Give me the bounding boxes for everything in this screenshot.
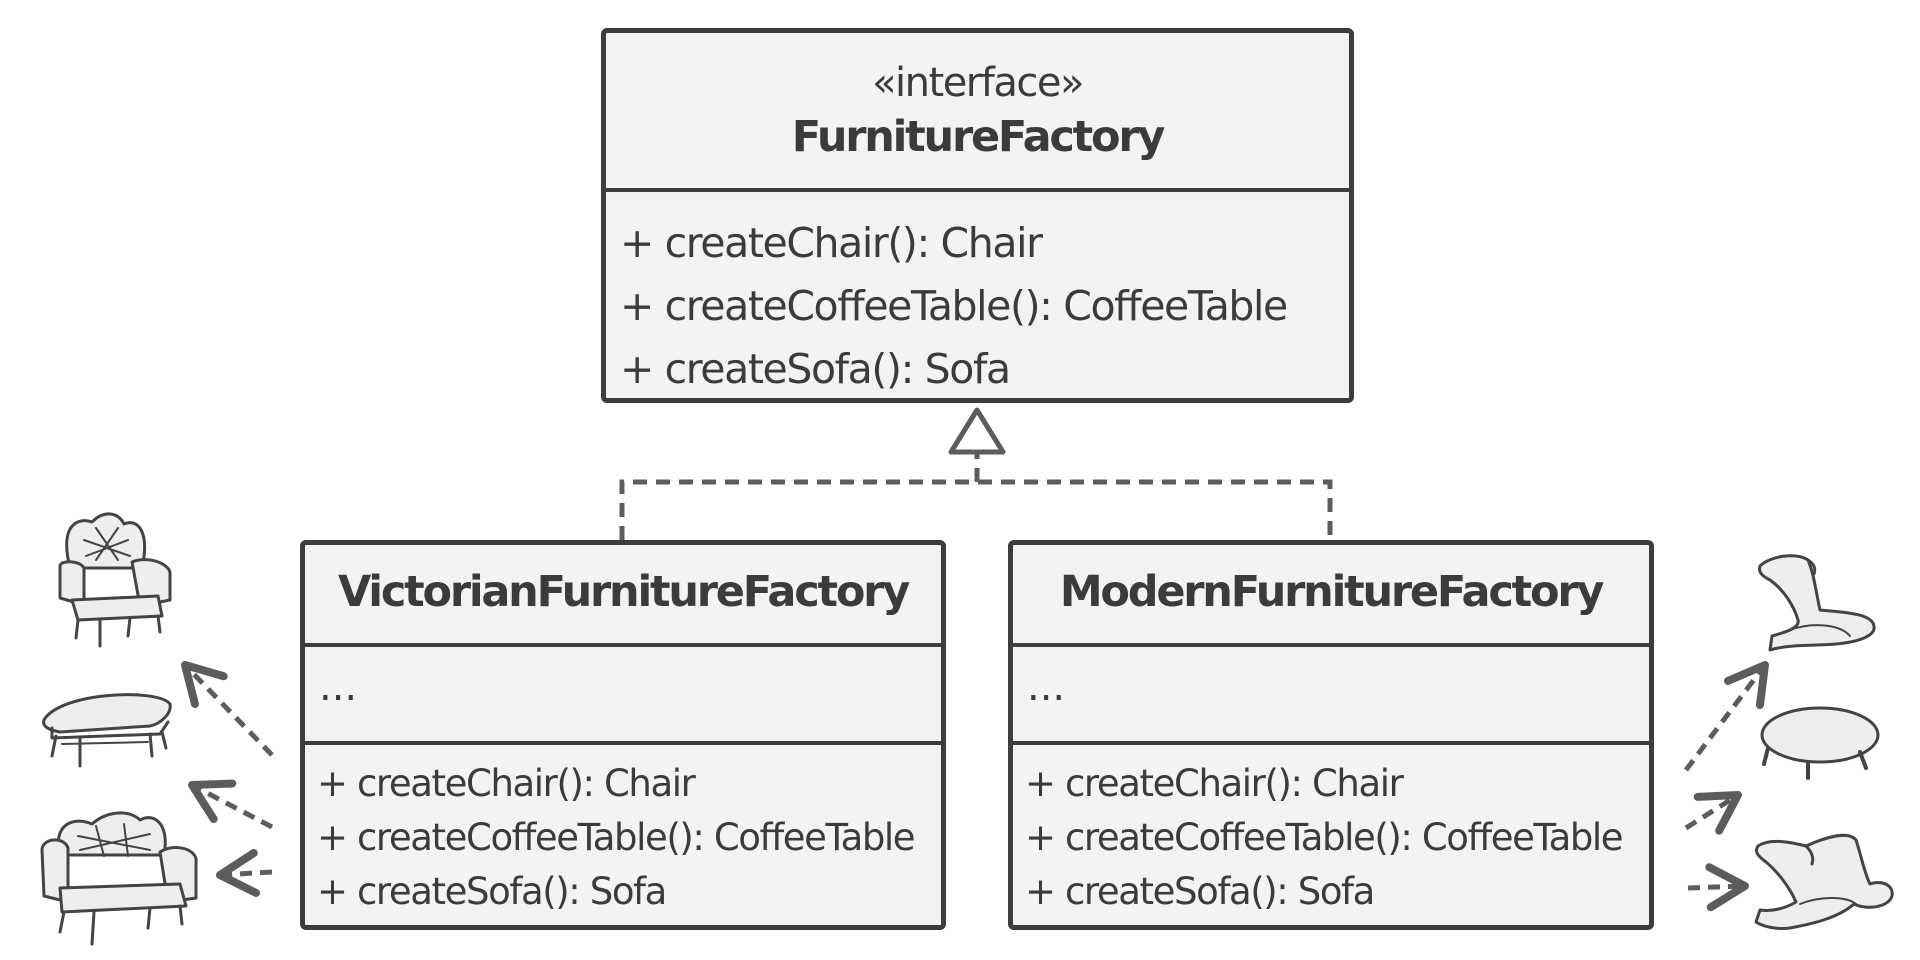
interface-operation-create-coffee-table: + createCoffeeTable(): CoffeeTable bbox=[620, 282, 1288, 330]
modern-header: ModernFurnitureFactory bbox=[1013, 545, 1649, 643]
victorian-furniture-factory-box: VictorianFurnitureFactory ... + createCh… bbox=[300, 540, 946, 930]
victorian-operation-create-chair: + createChair(): Chair bbox=[317, 762, 696, 805]
arrow-to-modern-sofa bbox=[1687, 863, 1749, 912]
interface-operation-create-chair: + createChair(): Chair bbox=[620, 219, 1043, 267]
victorian-coffee-table-icon bbox=[42, 693, 172, 768]
interface-name: FurnitureFactory bbox=[791, 112, 1166, 162]
victorian-armchair-icon bbox=[58, 512, 172, 648]
interface-operation-create-sofa: + createSofa(): Sofa bbox=[620, 345, 1011, 393]
modern-chair-icon bbox=[1758, 554, 1876, 652]
modern-operation-create-sofa: + createSofa(): Sofa bbox=[1025, 870, 1375, 913]
modern-sofa-icon bbox=[1754, 833, 1894, 930]
victorian-sofa-icon bbox=[40, 811, 198, 946]
modern-operation-create-coffee-table: + createCoffeeTable(): CoffeeTable bbox=[1025, 816, 1624, 859]
arrow-to-victorian-coffee-table bbox=[188, 779, 274, 830]
arrow-to-modern-chair bbox=[1684, 661, 1769, 772]
realization-connector bbox=[619, 452, 1333, 540]
modern-furniture-factory-box: ModernFurnitureFactory ... + createChair… bbox=[1008, 540, 1654, 930]
interface-stereotype: «interface» bbox=[872, 60, 1084, 106]
victorian-operation-create-coffee-table: + createCoffeeTable(): CoffeeTable bbox=[317, 816, 916, 859]
interface-furniture-factory-box: «interface» FurnitureFactory + createCha… bbox=[601, 28, 1354, 403]
arrow-to-victorian-sofa bbox=[216, 849, 273, 897]
modern-product-arrows bbox=[1684, 661, 1769, 912]
arrow-to-victorian-armchair bbox=[181, 661, 274, 757]
modern-coffee-table-icon bbox=[1760, 706, 1880, 780]
interface-operations: + createChair(): Chair + createCoffeeTab… bbox=[606, 188, 1349, 398]
victorian-operations: + createChair(): Chair + createCoffeeTab… bbox=[305, 741, 941, 919]
modern-attributes: ... bbox=[1013, 643, 1649, 741]
victorian-product-arrows bbox=[181, 661, 274, 897]
interface-header: «interface» FurnitureFactory bbox=[606, 33, 1349, 188]
modern-operations: + createChair(): Chair + createCoffeeTab… bbox=[1013, 741, 1649, 919]
inheritance-triangle-icon bbox=[948, 407, 1006, 455]
victorian-operation-create-sofa: + createSofa(): Sofa bbox=[317, 870, 667, 913]
victorian-attributes: ... bbox=[305, 643, 941, 741]
victorian-class-name: VictorianFurnitureFactory bbox=[337, 567, 910, 617]
modern-class-name: ModernFurnitureFactory bbox=[1059, 567, 1605, 617]
arrow-to-modern-coffee-table bbox=[1684, 791, 1742, 835]
modern-operation-create-chair: + createChair(): Chair bbox=[1025, 762, 1404, 805]
victorian-header: VictorianFurnitureFactory bbox=[305, 545, 941, 643]
